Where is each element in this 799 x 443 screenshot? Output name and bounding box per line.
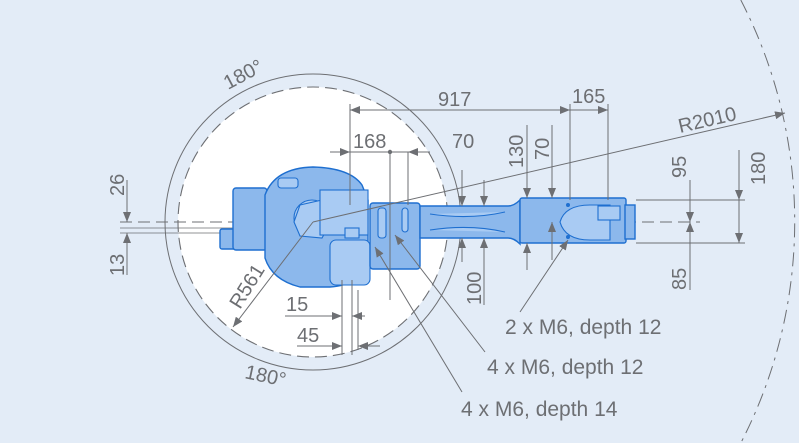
max-reach-arc xyxy=(740,0,796,443)
note-2xm6-depth12: 2 x M6, depth 12 xyxy=(505,316,661,339)
note-4xm6-depth14: 4 x M6, depth 14 xyxy=(461,398,618,421)
dim-26: 26 xyxy=(107,174,129,196)
robot-arm xyxy=(219,166,636,288)
rotation-label-top: 180° xyxy=(220,56,267,95)
dim-180: 180 xyxy=(748,152,770,185)
dim-70-vertical: 70 xyxy=(532,138,554,160)
dim-15: 15 xyxy=(286,294,308,316)
dim-130: 130 xyxy=(506,135,528,168)
dim-168: 168 xyxy=(353,131,386,153)
dim-85: 85 xyxy=(669,268,691,290)
note-4xm6-depth12: 4 x M6, depth 12 xyxy=(487,356,643,379)
rotation-label-bottom: 180° xyxy=(243,361,288,391)
dim-13: 13 xyxy=(107,254,129,276)
dim-45: 45 xyxy=(297,325,319,347)
dim-70-top: 70 xyxy=(452,131,474,153)
dim-95: 95 xyxy=(669,156,691,178)
dim-100: 100 xyxy=(464,272,486,305)
dim-r2010: R2010 xyxy=(676,103,738,138)
dim-917: 917 xyxy=(438,89,471,111)
reach-radius-line xyxy=(312,111,786,223)
dim-165: 165 xyxy=(572,86,605,108)
